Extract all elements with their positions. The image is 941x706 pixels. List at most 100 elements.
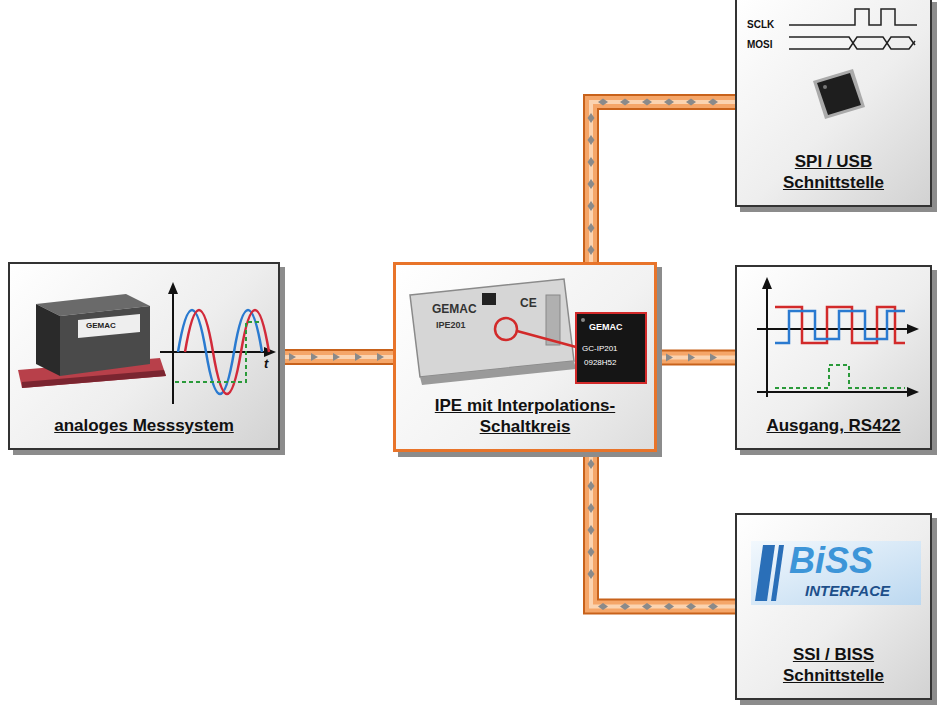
arrow-head bbox=[289, 353, 296, 361]
connector-band bbox=[657, 354, 735, 362]
diamond-mark bbox=[598, 99, 608, 106]
square-wave bbox=[775, 311, 905, 343]
band-outline bbox=[280, 349, 393, 365]
diamond-mark bbox=[588, 113, 595, 123]
band-highlight bbox=[591, 102, 735, 262]
arrow-head bbox=[710, 354, 717, 362]
label-text: GC-IP201 bbox=[582, 345, 618, 354]
diamond-mark bbox=[588, 459, 595, 469]
data-signal bbox=[789, 37, 915, 49]
connector-plug bbox=[546, 295, 560, 345]
band-highlight bbox=[591, 452, 735, 607]
connector-band bbox=[588, 452, 736, 610]
box-title: SSI / BISS Schnittstelle bbox=[769, 644, 899, 687]
band-fill bbox=[280, 351, 393, 363]
label-text: SCLK bbox=[747, 19, 774, 30]
diamond-mark bbox=[642, 603, 652, 610]
diamond-mark bbox=[708, 99, 718, 106]
axis-head bbox=[907, 324, 919, 334]
pin-mark bbox=[823, 85, 827, 89]
label-text: t bbox=[264, 357, 268, 371]
diamond-mark bbox=[588, 481, 595, 491]
component-box: Ausgang, RS422 bbox=[735, 265, 932, 450]
reference-signal bbox=[775, 365, 905, 388]
arrow-head bbox=[311, 353, 318, 361]
component-box: SPI / USB SchnittstelleSCLKMOSI bbox=[735, 0, 932, 207]
box-title: IPE mit Interpolations- Schaltkreis bbox=[405, 395, 645, 438]
square-wave bbox=[775, 307, 905, 343]
label-text: BiSS bbox=[789, 541, 873, 581]
diamond-mark bbox=[620, 603, 630, 610]
ic-chip bbox=[576, 313, 646, 383]
leader-line bbox=[517, 331, 576, 347]
diamond-mark bbox=[588, 569, 595, 579]
diamond-mark bbox=[588, 201, 595, 211]
axis bbox=[766, 287, 768, 397]
label-text: IPE201 bbox=[436, 321, 466, 331]
label-text: 0928H52 bbox=[584, 359, 616, 368]
logo-bar bbox=[771, 545, 784, 601]
connector-band bbox=[588, 99, 736, 263]
band-outline bbox=[591, 102, 735, 262]
box-title: analoges Messsystem bbox=[19, 415, 269, 436]
pin-mark bbox=[581, 318, 585, 322]
diamond-mark bbox=[598, 603, 608, 610]
band-fill bbox=[657, 352, 735, 364]
band-fill bbox=[591, 102, 735, 262]
data-signal bbox=[789, 37, 915, 49]
arrow-head bbox=[666, 354, 673, 362]
logo-bar bbox=[755, 545, 775, 601]
band-outline bbox=[591, 452, 735, 607]
arrow-head bbox=[355, 353, 362, 361]
diamond-mark bbox=[588, 179, 595, 189]
diamond-mark bbox=[686, 603, 696, 610]
diamond-mark bbox=[642, 99, 652, 106]
sensor-label-patch bbox=[78, 314, 140, 338]
scale-rail-edge bbox=[22, 370, 166, 388]
diamond-mark bbox=[588, 525, 595, 535]
label-text: GEMAC bbox=[432, 303, 477, 316]
diamond-mark bbox=[588, 503, 595, 513]
component-box: SSI / BISS Schnittstelle BiSS INTERFACE bbox=[735, 513, 932, 700]
label-text: GEMAC bbox=[589, 323, 623, 333]
component-box: analoges Messsystem GEMAC t bbox=[8, 262, 280, 450]
diamond-mark bbox=[588, 223, 595, 233]
arrow-head bbox=[688, 354, 695, 362]
diamond-mark bbox=[620, 99, 630, 106]
connector-band bbox=[280, 353, 393, 361]
hub-box: IPE mit Interpolations- Schaltkreis GEMAC… bbox=[393, 262, 657, 452]
arrow-head bbox=[377, 353, 384, 361]
highlight-circle bbox=[495, 318, 517, 340]
arrow-head bbox=[333, 353, 340, 361]
axis bbox=[757, 328, 907, 330]
diamond-mark bbox=[664, 99, 674, 106]
axis-head bbox=[168, 282, 178, 294]
diamond-mark bbox=[686, 99, 696, 106]
diamond-mark bbox=[588, 547, 595, 557]
band-outline bbox=[657, 350, 735, 366]
box-title: Ausgang, RS422 bbox=[744, 415, 924, 436]
label-text: INTERFACE bbox=[805, 583, 890, 600]
device-housing bbox=[410, 279, 574, 377]
diamond-mark bbox=[588, 135, 595, 145]
axis-head bbox=[762, 277, 772, 289]
label-text: CE bbox=[520, 297, 537, 310]
clock-signal bbox=[789, 9, 917, 25]
device-edge bbox=[420, 361, 576, 385]
axis-head bbox=[264, 347, 276, 357]
device-window bbox=[482, 293, 496, 305]
band-fill bbox=[591, 452, 735, 607]
axis-head bbox=[907, 387, 919, 397]
diamond-mark bbox=[708, 603, 718, 610]
box-title: SPI / USB Schnittstelle bbox=[769, 151, 899, 194]
axis bbox=[172, 292, 174, 404]
diamond-mark bbox=[664, 603, 674, 610]
microcontroller bbox=[817, 73, 861, 115]
diamond-mark bbox=[588, 245, 595, 255]
reference-signal bbox=[175, 322, 262, 382]
logo-ground bbox=[751, 541, 921, 605]
label-text: GEMAC bbox=[86, 322, 116, 331]
sensor-front bbox=[60, 306, 150, 376]
chip-pins bbox=[813, 69, 865, 119]
